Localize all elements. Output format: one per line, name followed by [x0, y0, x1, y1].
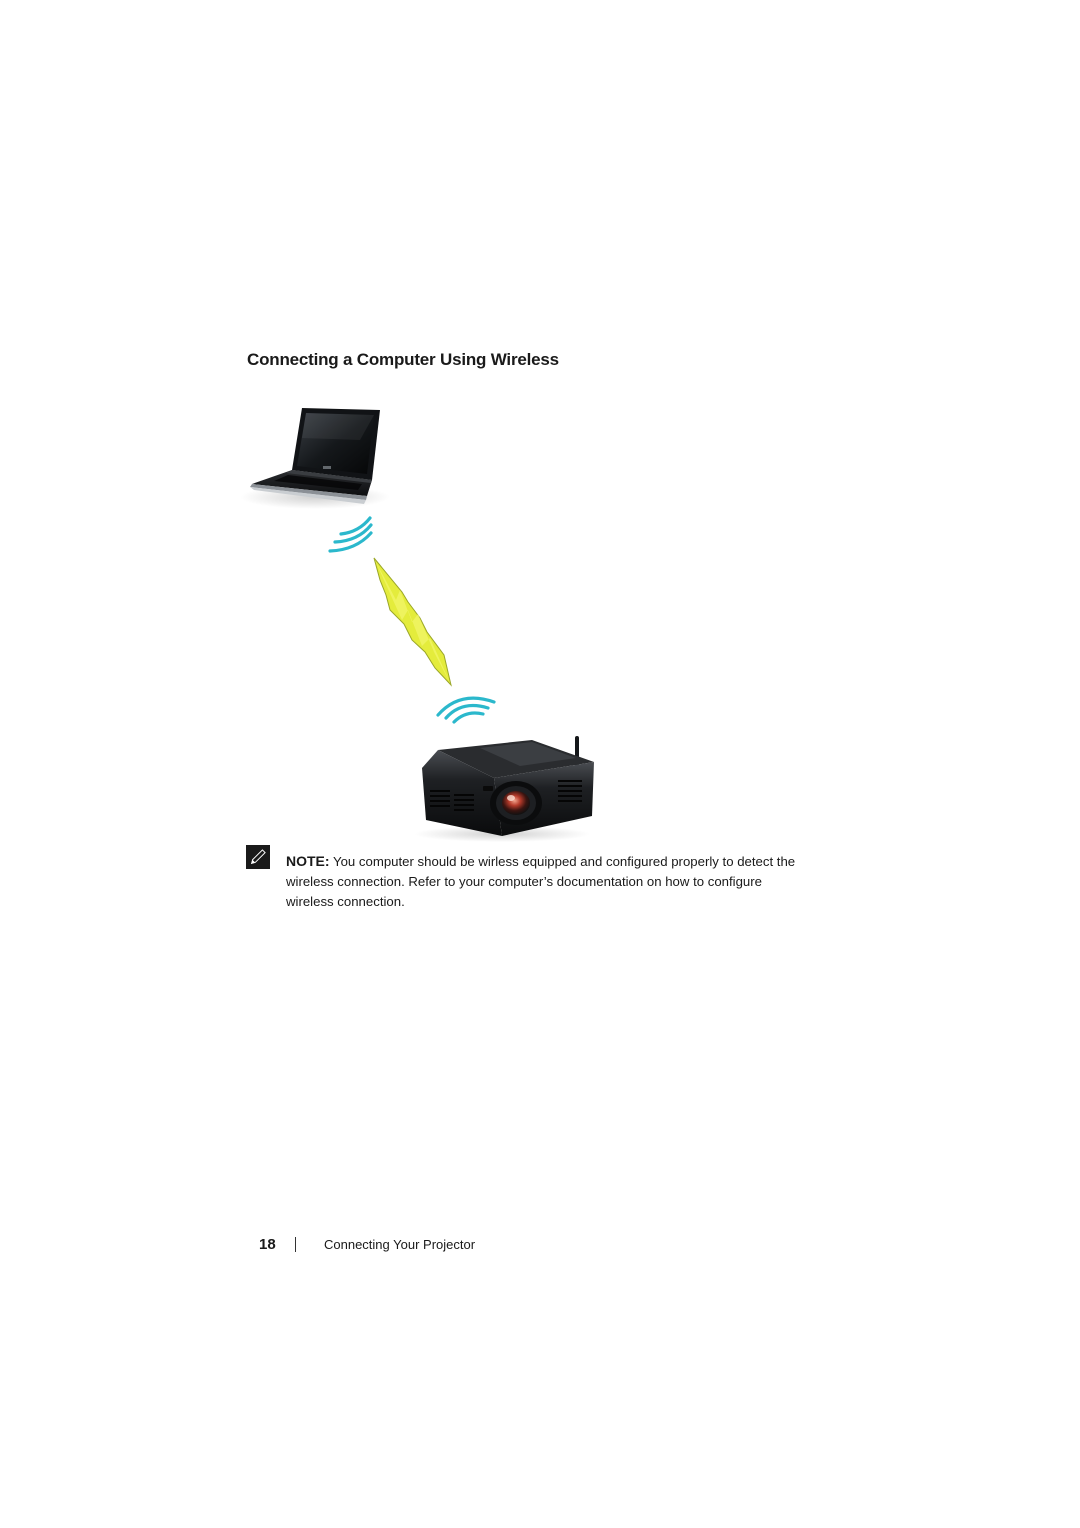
- footer-divider: [295, 1236, 296, 1252]
- wireless-signal-icon: [436, 696, 496, 724]
- projector-icon: [414, 736, 594, 842]
- wireless-signal-icon: [328, 516, 373, 553]
- wireless-connection-illustration: [240, 408, 594, 842]
- section-heading: Connecting a Computer Using Wireless: [247, 350, 559, 369]
- page-number: 18: [259, 1235, 276, 1253]
- laptop-icon: [240, 408, 390, 509]
- note-paragraph: NOTE: You computer should be wirless equ…: [286, 851, 806, 912]
- note-pencil-icon: [246, 845, 270, 869]
- note-label: NOTE:: [286, 853, 330, 869]
- note-text: You computer should be wirless equipped …: [286, 854, 796, 909]
- page-footer: 18 Connecting Your Projector: [259, 1234, 475, 1254]
- lightning-bolt-icon: [373, 557, 452, 687]
- chapter-title: Connecting Your Projector: [324, 1236, 476, 1252]
